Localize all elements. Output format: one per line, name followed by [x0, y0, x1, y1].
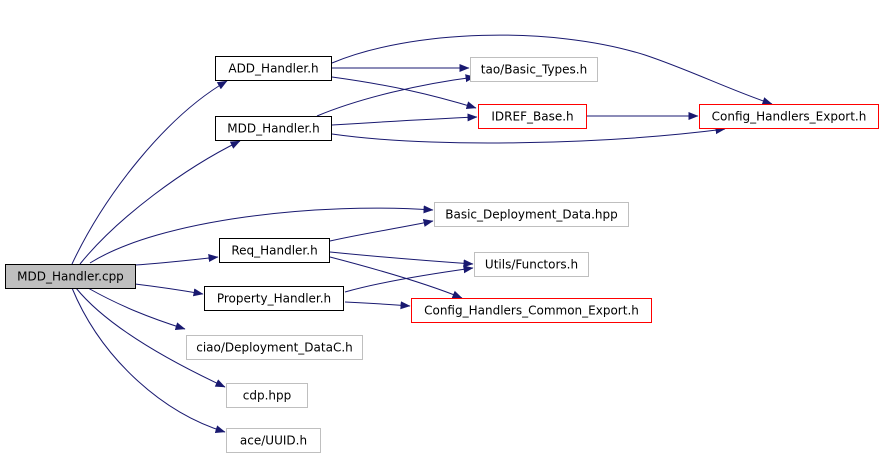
node-basic-deployment-data-hpp[interactable]: Basic_Deployment_Data.hpp — [434, 202, 629, 227]
edge-mdd_handler_h-to-idref_base_h — [331, 113, 478, 126]
edge-mdd_handler_cpp-to-req_handler_h — [134, 254, 219, 266]
node-mdd-handler-cpp[interactable]: MDD_Handler.cpp — [5, 264, 136, 289]
node-utils-functors-h[interactable]: Utils/Functors.h — [474, 252, 589, 277]
node-box — [474, 252, 589, 277]
edge-arrow — [331, 76, 477, 110]
node-tao-basic-types-h[interactable]: tao/Basic_Types.h — [470, 57, 598, 82]
edge-mdd_handler_cpp-to-ciao_deployment_datac_h — [87, 287, 186, 330]
node-config-handlers-export-h[interactable]: Config_Handlers_Export.h — [699, 104, 879, 129]
node-box — [5, 264, 136, 289]
node-config-handlers-common-export-h[interactable]: Config_Handlers_Common_Export.h — [411, 298, 652, 323]
node-label: Utils/Functors.h — [485, 258, 578, 272]
edge-arrow — [134, 254, 219, 266]
edge-arrow — [331, 34, 773, 105]
edge-arrow — [87, 287, 186, 330]
node-label: Property_Handler.h — [217, 292, 331, 306]
edge-arrow — [71, 80, 228, 265]
edge-arrow — [75, 287, 226, 388]
node-box — [411, 298, 652, 323]
node-property-handler-h[interactable]: Property_Handler.h — [204, 286, 344, 311]
edge-arrow — [331, 113, 478, 126]
edge-mdd_handler_cpp-to-add_handler_h — [71, 80, 228, 265]
edge-mdd_handler_h-to-tao_basic_types_h — [316, 74, 476, 117]
node-box — [226, 428, 321, 453]
edge-arrow — [89, 205, 434, 264]
node-label: Config_Handlers_Export.h — [712, 110, 867, 124]
node-ace-uuid-h[interactable]: ace/UUID.h — [226, 428, 321, 453]
node-box — [219, 238, 330, 263]
edge-req_handler_h-to-basic_deployment_data_hpp — [329, 219, 434, 242]
edge-mdd_handler_cpp-to-property_handler_h — [134, 283, 204, 297]
edge-arrow — [344, 265, 474, 293]
node-ciao-deployment-datac-h[interactable]: ciao/Deployment_DataC.h — [186, 335, 363, 360]
node-box — [226, 383, 308, 408]
edge-arrow — [329, 251, 474, 268]
node-idref-base-h[interactable]: IDREF_Base.h — [478, 104, 587, 129]
edge-property_handler_h-to-utils_functors_h — [344, 265, 474, 293]
node-box — [434, 202, 629, 227]
edge-layer — [71, 34, 773, 434]
node-box — [204, 286, 344, 311]
edge-add_handler_h-to-idref_base_h — [331, 76, 477, 110]
node-label: Config_Handlers_Common_Export.h — [424, 304, 639, 318]
edge-arrow — [316, 74, 476, 117]
edge-arrow — [329, 256, 463, 299]
edge-mdd_handler_cpp-to-ace_uuid_h — [71, 287, 226, 434]
node-label: cdp.hpp — [243, 389, 292, 403]
node-label: MDD_Handler.h — [227, 122, 319, 136]
edge-mdd_handler_cpp-to-mdd_handler_h — [79, 140, 241, 265]
edge-arrow — [71, 287, 226, 434]
node-mdd-handler-h[interactable]: MDD_Handler.h — [215, 116, 332, 141]
node-box — [699, 104, 879, 129]
edge-req_handler_h-to-config_handlers_common_export_h — [329, 256, 463, 299]
node-box — [186, 335, 363, 360]
node-label: Basic_Deployment_Data.hpp — [445, 208, 617, 222]
edge-arrow — [134, 283, 204, 297]
node-label: tao/Basic_Types.h — [481, 63, 587, 77]
node-label: IDREF_Base.h — [491, 110, 573, 124]
edge-arrow — [329, 219, 434, 242]
node-label: ADD_Handler.h — [228, 62, 318, 76]
node-cdp-hpp[interactable]: cdp.hpp — [226, 383, 308, 408]
node-req-handler-h[interactable]: Req_Handler.h — [219, 238, 330, 263]
node-label: MDD_Handler.cpp — [17, 270, 124, 284]
edge-arrow — [79, 140, 241, 265]
node-box — [470, 57, 598, 82]
node-label: ace/UUID.h — [240, 434, 307, 448]
edge-arrow — [344, 301, 411, 310]
edge-mdd_handler_h-to-config_handlers_export_h — [331, 126, 726, 144]
edge-mdd_handler_cpp-to-basic_deployment_data_hpp — [89, 205, 434, 264]
node-label: ciao/Deployment_DataC.h — [196, 341, 353, 355]
edge-mdd_handler_cpp-to-cdp_hpp — [75, 287, 226, 388]
node-box — [215, 56, 332, 81]
node-box — [478, 104, 587, 129]
edge-property_handler_h-to-config_handlers_common_export_h — [344, 301, 411, 310]
edge-arrow — [331, 126, 726, 144]
edge-add_handler_h-to-config_handlers_export_h — [331, 34, 773, 105]
node-add-handler-h[interactable]: ADD_Handler.h — [215, 56, 332, 81]
node-label: Req_Handler.h — [231, 244, 317, 258]
edge-req_handler_h-to-utils_functors_h — [329, 251, 474, 268]
node-box — [215, 116, 332, 141]
node-layer: MDD_Handler.cpp ADD_Handler.hMDD_Handler.… — [5, 56, 879, 453]
